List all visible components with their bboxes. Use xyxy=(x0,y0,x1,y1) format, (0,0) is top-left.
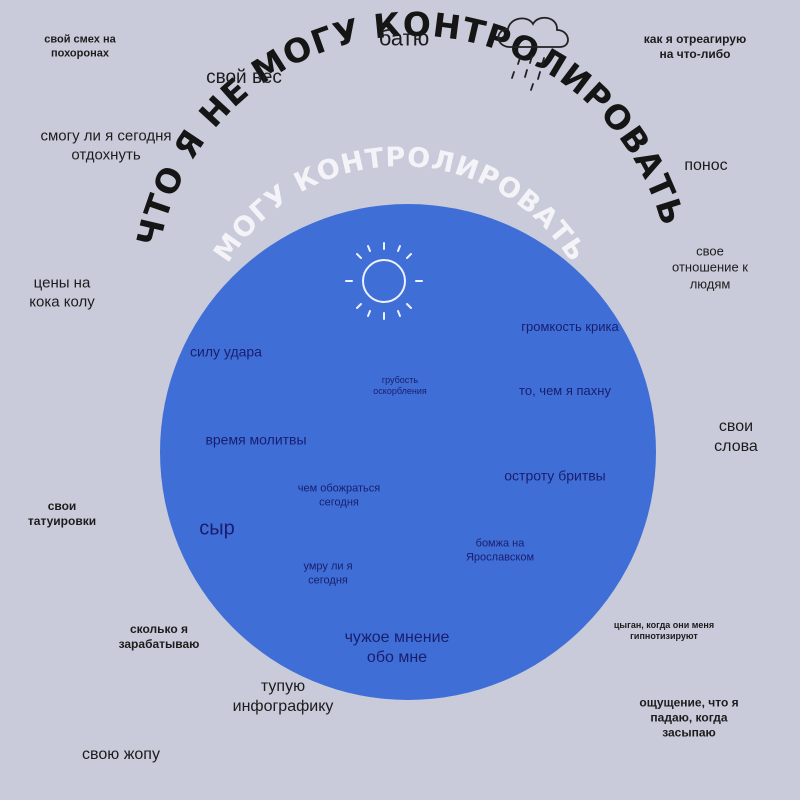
label-butt: свою жопу xyxy=(82,746,160,763)
label-words: свои слова xyxy=(714,418,758,455)
inner-label-rudeness: грубость оскорбления xyxy=(373,374,427,396)
label-rest: смогу ли я сегодня отдохнуть xyxy=(40,127,172,163)
label-weight: свой вес xyxy=(206,67,282,89)
label-prices: цены на кока колу xyxy=(29,274,95,310)
label-attitude: свое отношение к людям xyxy=(672,243,748,292)
label-falling: ощущение, что я падаю, когда засыпаю xyxy=(639,695,739,740)
inner-label-die-today: умру ли я сегодня xyxy=(303,560,353,586)
label-dad: батю xyxy=(378,25,430,51)
label-funeral-laugh: свой смех на похоронах xyxy=(44,33,116,59)
rain-cloud-icon xyxy=(497,16,569,91)
label-bad-infographic: тупую инфографику xyxy=(232,678,334,715)
label-reaction: как я отреагирую на что-либо xyxy=(643,32,747,61)
inner-label-homeless: бомжа на Ярославском xyxy=(465,537,535,563)
label-diarrhea: понос xyxy=(684,157,728,174)
control-circle xyxy=(160,204,656,700)
inner-label-cheese: сыр xyxy=(199,517,235,540)
sun-icon xyxy=(345,242,423,320)
label-earnings: сколько я зарабатываю xyxy=(118,622,200,651)
inner-label-others-opinion: чужое мнение обо мне xyxy=(344,629,450,666)
inner-label-smell: то, чем я пахну xyxy=(519,382,611,398)
inner-label-razor: остроту бритвы xyxy=(504,467,606,484)
label-gypsies: цыган, когда они меня гипнотизируют xyxy=(613,619,715,641)
inner-label-punch: силу удара xyxy=(190,343,262,360)
inner-label-overeat: чем обожраться сегодня xyxy=(297,482,381,508)
label-tattoos: свои татуировки xyxy=(27,499,97,528)
inner-label-scream: громкость крика xyxy=(521,318,619,334)
inner-label-prayer: время молитвы xyxy=(205,431,307,448)
